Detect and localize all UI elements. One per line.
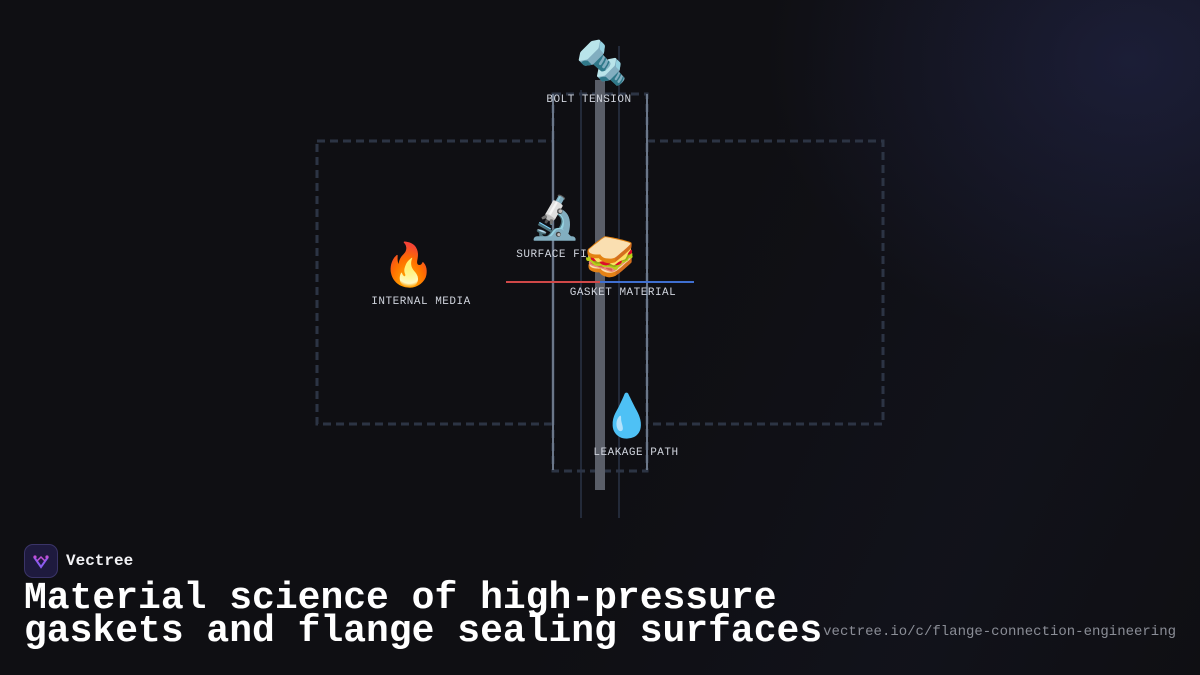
sandwich-icon: 🥪 [583, 232, 637, 281]
brand[interactable]: Vectree [24, 544, 133, 578]
bolt-tension-label: BOLT TENSION [546, 94, 632, 106]
internal-media-label: INTERNAL MEDIA [371, 296, 471, 308]
leakage-path-label: LEAKAGE PATH [593, 447, 679, 459]
surface-finish-label: SURFACE FINISH [516, 249, 616, 261]
right-flange-zone [645, 139, 885, 426]
vectree-logo-icon [24, 544, 58, 578]
page-title: Material science of high-pressure gasket… [24, 577, 823, 653]
source-url[interactable]: vectree.io/c/flange-connection-engineeri… [823, 624, 1176, 640]
bolt-icon: 🔩 [575, 38, 629, 87]
gasket-material-label: GASKET MATERIAL [569, 287, 677, 299]
brand-name: Vectree [66, 552, 134, 570]
title-line-2: gaskets and flange sealing surfaces [24, 610, 823, 653]
title-line-1: Material science of high-pressure [24, 577, 777, 620]
microscope-icon: 🔬 [528, 193, 582, 242]
gasket-bar [595, 80, 605, 490]
droplet-icon: 💧 [600, 391, 654, 440]
fire-icon: 🔥 [382, 240, 436, 289]
